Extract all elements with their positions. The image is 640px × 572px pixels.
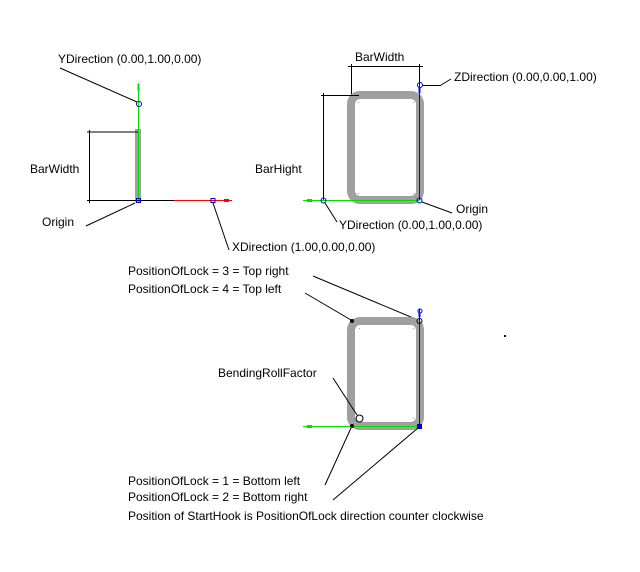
right-ydirection-label: YDirection (0.00,1.00,0.00)	[339, 218, 482, 232]
lock-bottom-right-marker	[417, 424, 422, 429]
bending-roll-factor-leader	[332, 377, 358, 416]
lock-bottom-right-label: PositionOfLock = 2 = Bottom right	[128, 490, 308, 504]
left-origin-leader	[85, 202, 136, 227]
bending-roll-factor-label: BendingRollFactor	[218, 366, 317, 380]
start-hook-note: Position of StartHook is PositionOfLock …	[128, 509, 484, 523]
lock-bottom-right-leader	[332, 427, 419, 501]
left-origin-marker	[136, 198, 141, 203]
right-origin-leader	[421, 201, 453, 214]
lock-bottom-left-marker	[350, 424, 354, 428]
left-diagram: YDirection (0.00,1.00,0.00) BarWidth XDi…	[30, 52, 375, 254]
bottom-diagram: PositionOfLock = 3 = Top right PositionO…	[128, 264, 484, 523]
lock-top-left-leader	[304, 292, 352, 321]
right-zdirection-marker	[417, 82, 423, 88]
right-inner-corner-dots	[358, 102, 414, 194]
right-zdirection-label: ZDirection (0.00,0.00,1.00)	[454, 70, 597, 84]
left-ydirection-marker	[136, 101, 142, 107]
right-origin-marker	[416, 197, 423, 204]
lock-top-right-label: PositionOfLock = 3 = Top right	[128, 264, 289, 278]
lock-top-right-marker	[416, 318, 423, 324]
left-xdirection-marker	[210, 198, 216, 203]
right-barwidth-label: BarWidth	[355, 50, 404, 64]
right-ydirection-leader	[324, 202, 338, 223]
right-barhight-label: BarHight	[255, 162, 302, 176]
left-xdirection-leader	[212, 202, 230, 251]
left-xdirection-label: XDirection (1.00,0.00,0.00)	[232, 240, 375, 254]
bottom-y-axis-arrow-icon	[307, 425, 312, 428]
lock-top-left-marker	[350, 319, 354, 323]
left-x-axis-arrow-icon	[224, 199, 229, 202]
lock-bottom-left-leader	[324, 427, 352, 486]
left-ydirection-leader	[59, 67, 138, 103]
right-origin-label: Origin	[456, 202, 488, 216]
right-ydirection-marker	[320, 197, 327, 204]
bottom-z-axis-arrow-stem	[418, 313, 421, 317]
right-y-axis-arrow-icon	[307, 199, 312, 202]
lock-bottom-left-label: PositionOfLock = 1 = Bottom left	[128, 474, 301, 488]
right-z-axis-arrow-icon	[418, 87, 421, 93]
left-origin-label: Origin	[42, 215, 74, 229]
left-barwidth-label: BarWidth	[30, 162, 79, 176]
right-zdirection-leader-b	[440, 78, 452, 86]
stray-dot	[504, 335, 506, 337]
bottom-inner-corner-dots	[359, 328, 414, 419]
right-diagram: BarWidth BarHight ZDirection (0.00,0.00,…	[255, 50, 597, 232]
lock-top-right-leader	[312, 275, 419, 321]
bending-roll-factor-marker	[355, 414, 364, 423]
left-ydirection-label: YDirection (0.00,1.00,0.00)	[58, 52, 201, 66]
lock-top-left-label: PositionOfLock = 4 = Top left	[128, 282, 282, 296]
left-y-axis-arrow-icon	[137, 84, 140, 91]
